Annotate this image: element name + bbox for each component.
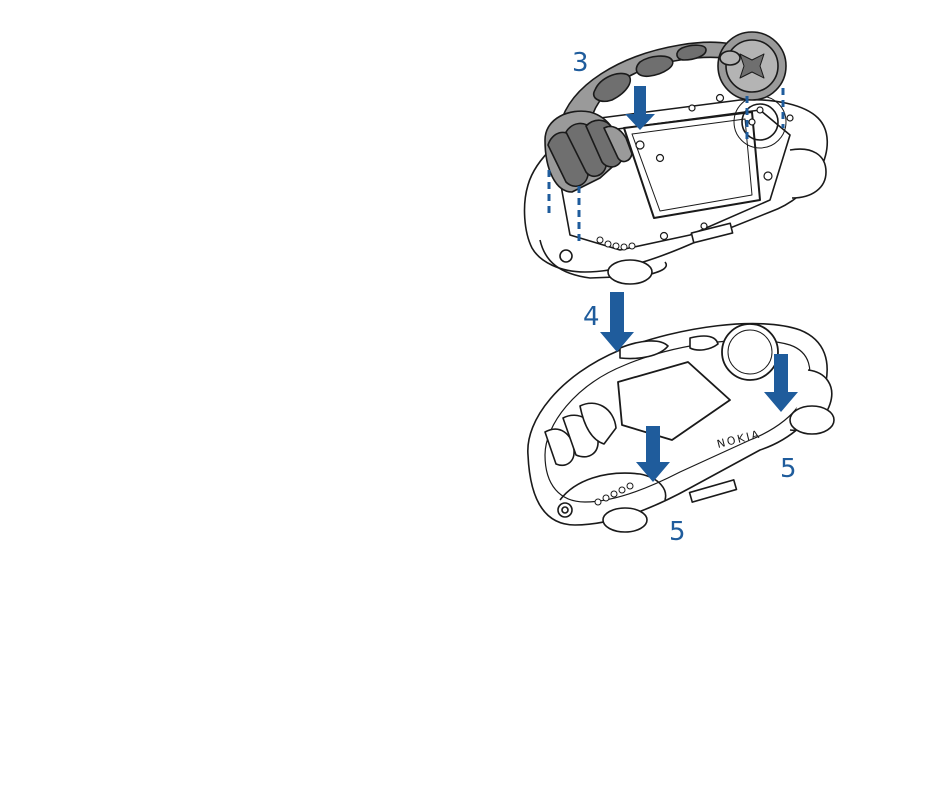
down-arrow-icon	[600, 292, 634, 352]
step-label-4: 4	[583, 302, 600, 332]
step-label-5-bottom: 5	[669, 517, 686, 547]
step-label-3: 3	[572, 48, 589, 78]
step-label-5-right: 5	[780, 454, 797, 484]
phone-assembled	[528, 324, 834, 532]
